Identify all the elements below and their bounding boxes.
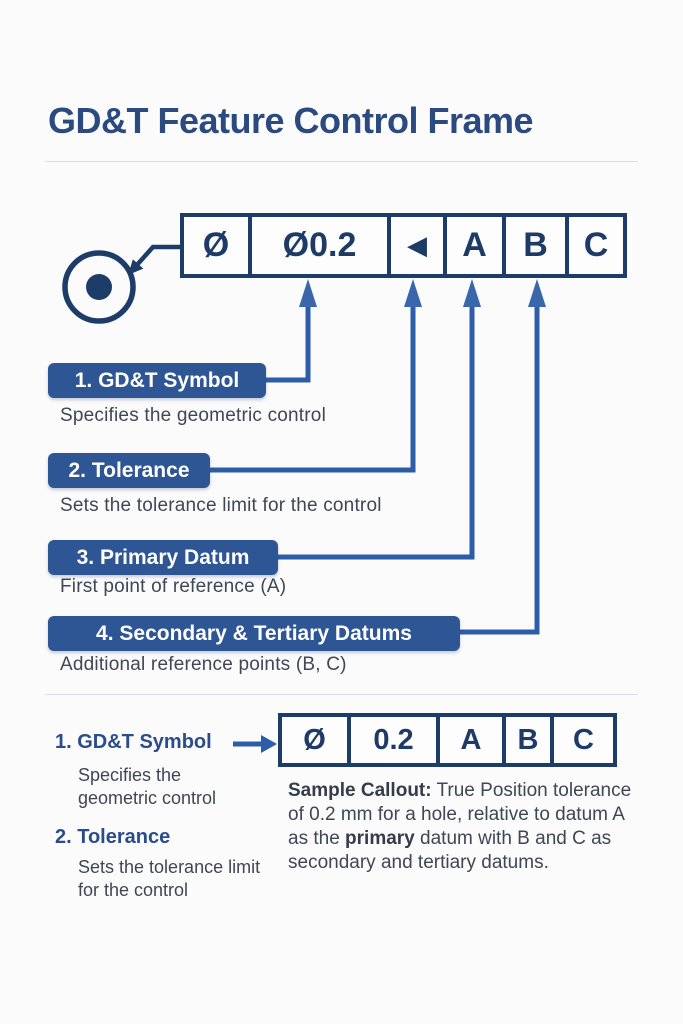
- legend-desc-gdt-symbol: Specifies the geometric control: [78, 764, 216, 810]
- arrow-up-icon: [299, 279, 317, 307]
- legend-item-tolerance: 2. Tolerance: [55, 826, 171, 848]
- callout-desc-tolerance: Sets the tolerance limit for the control: [60, 495, 382, 516]
- sample-callout-lead: Sample Callout:: [288, 780, 432, 801]
- frame-cell-datum-c: C: [565, 217, 623, 274]
- frame-cell-datum-b: B: [502, 217, 565, 274]
- frame-cell-datum-a: A: [443, 217, 502, 274]
- sample-callout-text: Sample Callout: True Position tolerance …: [288, 779, 640, 875]
- legend-item-gdt-symbol: 1. GD&T Symbol: [55, 731, 212, 753]
- pointer-to-sample-frame: [233, 735, 277, 753]
- callout-desc-primary-datum: First point of reference (A): [60, 576, 287, 597]
- sample-callout-bold-word: primary: [345, 828, 415, 849]
- callout-badge-gdt-symbol: 1. GD&T Symbol: [48, 363, 266, 398]
- callout-badge-primary-datum: 3. Primary Datum: [48, 540, 278, 575]
- legend-desc-line: geometric control: [78, 788, 217, 808]
- sample-cell-tolerance: 0.2: [347, 717, 436, 763]
- sample-callout-tail: datum with B and C as secondary and tert…: [288, 828, 612, 873]
- callout-desc-secondary-datums: Additional reference points (B, C): [60, 654, 347, 675]
- leader-line: [128, 244, 181, 275]
- sample-callout-body: True Position tolerance of 0.2 mm for a …: [288, 780, 632, 849]
- hole-feature-icon: [62, 250, 136, 324]
- sample-cell-gdt-symbol: Ø: [303, 723, 326, 756]
- legend-desc-line: for the control: [78, 880, 189, 900]
- section-divider: [45, 694, 638, 695]
- leader-arrowhead-icon: [128, 259, 144, 275]
- feature-control-frame: Ø Ø0.2 ◀ A B C: [180, 213, 627, 278]
- sample-feature-control-frame: Ø 0.2 A B C: [278, 713, 617, 767]
- arrow-up-icon: [404, 279, 422, 307]
- legend-desc-tolerance: Sets the tolerance limit for the control: [78, 856, 260, 902]
- frame-cell-gdt-symbol: Ø: [202, 226, 230, 264]
- frame-cell-tolerance: Ø0.2: [248, 217, 387, 274]
- arrow-right-icon: [261, 735, 277, 753]
- legend-desc-line: Specifies the: [78, 765, 182, 785]
- arrow-up-icon: [463, 279, 481, 307]
- sample-cell-datum-b: B: [502, 717, 550, 763]
- frame-cell-datum-triangle-icon: ◀: [387, 217, 443, 274]
- connector-tolerance: [210, 279, 422, 473]
- sample-cell-datum-c: C: [550, 717, 613, 763]
- callout-desc-gdt-symbol: Specifies the geometric control: [60, 405, 326, 426]
- connector-gdt-symbol: [266, 279, 317, 383]
- legend-desc-line: Sets the tolerance limit: [78, 857, 261, 877]
- connector-primary-datum: [278, 279, 481, 560]
- callout-badge-secondary-datums: 4. Secondary & Tertiary Datums: [48, 616, 460, 651]
- top-divider: [45, 161, 638, 162]
- callout-badge-tolerance: 2. Tolerance: [48, 453, 210, 488]
- arrow-up-icon: [528, 279, 546, 307]
- page-title: GD&T Feature Control Frame: [48, 100, 534, 141]
- connector-secondary-datums: [460, 279, 546, 635]
- sample-cell-datum-a: A: [436, 717, 502, 763]
